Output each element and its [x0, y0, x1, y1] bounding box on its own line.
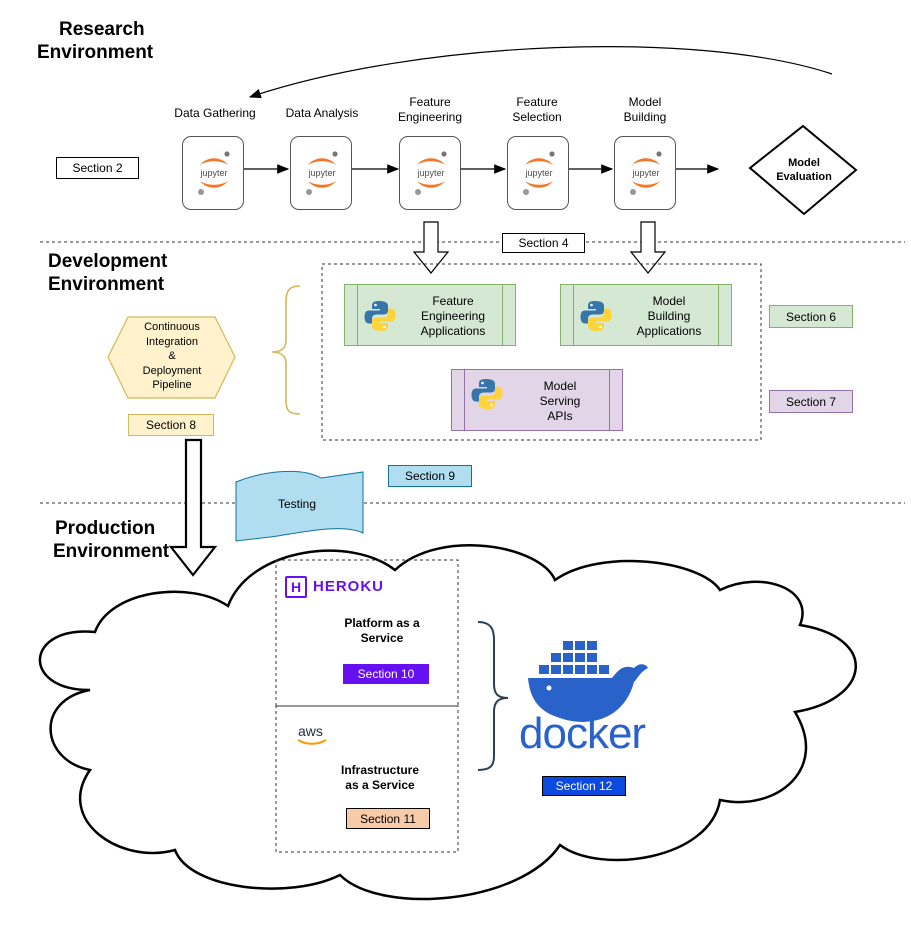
jupyter-icon: jupyter: [627, 149, 665, 202]
svg-text:jupyter: jupyter: [416, 168, 444, 178]
heading-line: Development: [48, 251, 168, 272]
notebook-data-analysis: jupyter: [290, 136, 352, 210]
docker-wordmark: docker: [519, 709, 646, 758]
python-icon: [579, 299, 613, 338]
step-label-data-gathering: Data Gathering: [174, 106, 256, 120]
aws-smile-icon: [297, 739, 327, 745]
jupyter-icon: jupyter: [195, 149, 233, 202]
svg-text:jupyter: jupyter: [307, 168, 335, 178]
docker-whale-icon: [528, 641, 648, 722]
svg-text:jupyter: jupyter: [631, 168, 659, 178]
down-arrow-model: [629, 221, 667, 274]
development-environment-heading: Development Environment: [48, 250, 167, 296]
deploy-arrow: [168, 438, 218, 577]
step-label-data-analysis: Data Analysis: [285, 106, 359, 120]
iaas-label: Infrastructure as a Service: [340, 763, 420, 792]
model-evaluation-diamond: [748, 124, 858, 216]
notebook-feature-engineering: jupyter: [399, 136, 461, 210]
app-label: Model Serving APIs: [539, 379, 581, 423]
section-8-label: Section 8: [128, 414, 214, 436]
section-10-label: Section 10: [343, 664, 429, 684]
testing-label: Testing: [277, 497, 317, 511]
notebook-model-building: jupyter: [614, 136, 676, 210]
model-serving-api: Model Serving APIs: [451, 369, 623, 431]
down-arrow-feature: [412, 221, 450, 274]
section-7-label: Section 7: [769, 390, 853, 413]
model-building-app: Model Building Applications: [560, 284, 732, 346]
heading-line: Production: [55, 518, 156, 539]
notebook-feature-selection: jupyter: [507, 136, 569, 210]
heroku-wordmark: HEROKU: [313, 578, 385, 595]
heading-line: Environment: [37, 42, 154, 63]
jupyter-icon: jupyter: [303, 149, 341, 202]
jupyter-icon: jupyter: [412, 149, 450, 202]
aws-logo-icon: aws: [298, 723, 323, 739]
svg-text:jupyter: jupyter: [524, 168, 552, 178]
model-evaluation-label: Model Evaluation: [776, 157, 832, 183]
app-label: Feature Engineering Applications: [420, 294, 486, 338]
iaas-container: [275, 705, 459, 853]
heading-line: Environment: [48, 274, 165, 295]
paas-container: [275, 559, 459, 707]
jupyter-icon: jupyter: [520, 149, 558, 202]
section-6-label: Section 6: [769, 305, 853, 328]
step-label-model-building: Model Building: [623, 95, 667, 124]
section-2-label: Section 2: [56, 157, 139, 179]
heading-line: Research: [59, 19, 145, 40]
paas-label: Platform as a Service: [344, 616, 420, 645]
step-label-feature-selection: Feature Selection: [512, 95, 562, 124]
section-4-label: Section 4: [502, 233, 585, 253]
notebook-data-gathering: jupyter: [182, 136, 244, 210]
pipeline-hexagon: [107, 316, 236, 399]
svg-text:jupyter: jupyter: [199, 168, 227, 178]
section-11-label: Section 11: [346, 808, 430, 829]
docker-brace: [477, 621, 509, 771]
heroku-logo-icon: H: [285, 576, 307, 598]
section-9-label: Section 9: [388, 465, 472, 487]
step-label-feature-engineering: Feature Engineering: [397, 95, 463, 124]
feedback-arrow: [248, 46, 833, 99]
feature-engineering-app: Feature Engineering Applications: [344, 284, 516, 346]
pipeline-label: Continuous Integration & Deployment Pipe…: [142, 321, 202, 391]
testing-tape: [235, 470, 364, 542]
python-icon: [363, 299, 397, 338]
pipeline-brace: [271, 285, 301, 415]
production-cloud: [38, 544, 857, 901]
section-12-label: Section 12: [542, 776, 626, 796]
dev-apps-container: [321, 263, 762, 441]
production-environment-heading: Production Environment: [53, 517, 170, 563]
heading-line: Environment: [53, 541, 170, 562]
app-label: Model Building Applications: [636, 294, 702, 338]
research-environment-heading: Research Environment: [37, 18, 153, 64]
python-icon: [470, 377, 504, 416]
